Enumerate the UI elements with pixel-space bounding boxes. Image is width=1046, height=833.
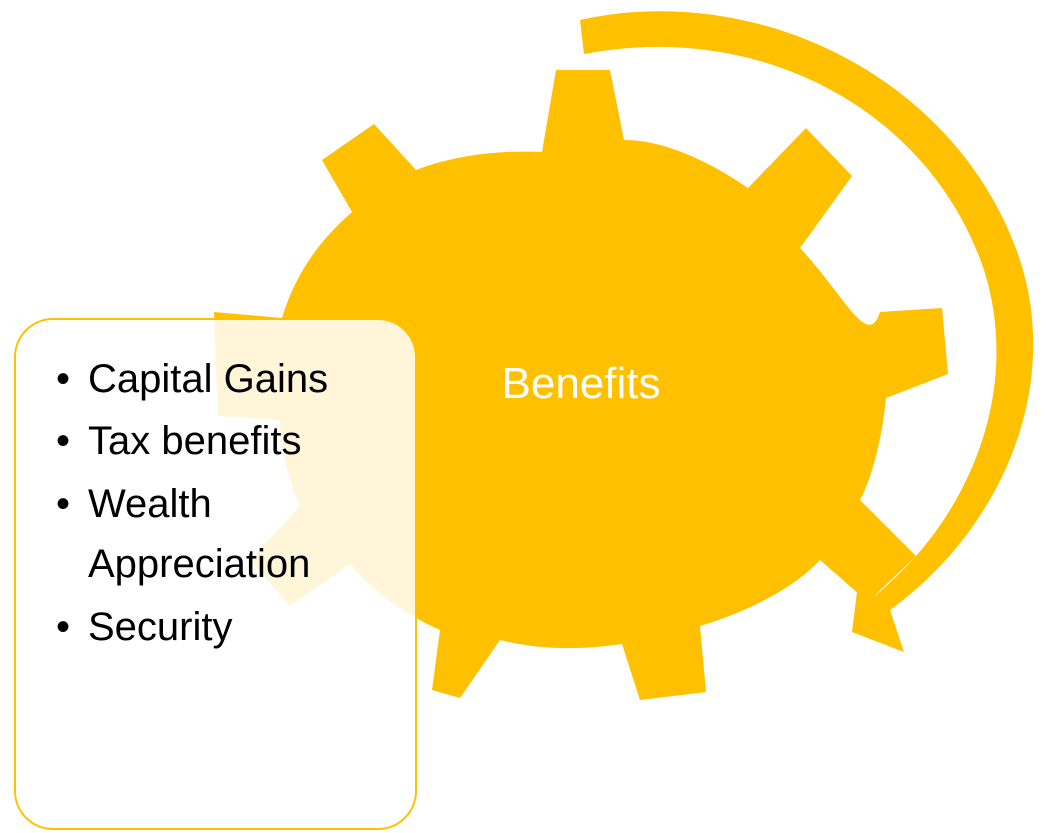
bullet-dot: •: [56, 482, 70, 526]
bullet-list: • Capital Gains • Tax benefits • Wealth …: [56, 357, 328, 649]
bullet-item: • Security: [56, 605, 233, 649]
bullet-item: • Capital Gains: [56, 357, 328, 401]
gear-label: Benefits: [502, 359, 661, 408]
bullet-dot: •: [56, 419, 70, 463]
bullet-item-text-line-1: Wealth: [88, 482, 212, 526]
bullet-item-text: Tax benefits: [88, 419, 301, 463]
bullet-box: [14, 318, 417, 830]
bullet-item: • Wealth Appreciation: [56, 482, 310, 586]
bullet-item-text-line-2: Appreciation: [88, 542, 310, 586]
bullet-item: • Tax benefits: [56, 419, 301, 463]
bullet-dot: •: [56, 357, 70, 401]
bullet-dot: •: [56, 605, 70, 649]
bullet-item-text: Security: [88, 605, 233, 649]
bullet-item-text: Capital Gains: [88, 357, 328, 401]
